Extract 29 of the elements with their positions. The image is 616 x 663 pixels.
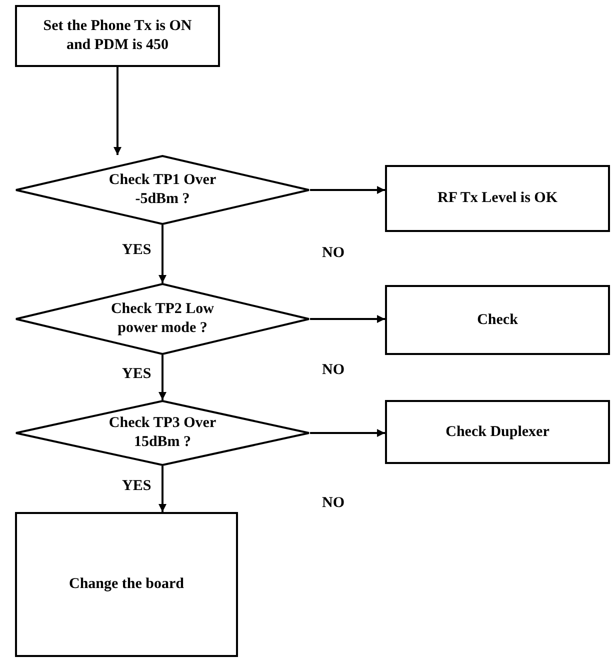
arrow bbox=[310, 315, 385, 323]
node-text: Check TP1 Over -5dBm ? bbox=[108, 171, 218, 209]
arrow bbox=[310, 186, 385, 194]
process-box bbox=[385, 165, 610, 232]
node-text: Check TP2 Low power mode ? bbox=[110, 300, 216, 338]
edge-label: YES bbox=[122, 242, 152, 259]
arrow bbox=[158, 355, 166, 400]
decision-diamond bbox=[15, 155, 310, 225]
decision-diamond bbox=[15, 400, 310, 466]
edge-label: YES bbox=[122, 366, 152, 383]
edge-label: NO bbox=[322, 495, 344, 512]
node-text: Check bbox=[477, 310, 518, 330]
node-text: RF Tx Level is OK bbox=[438, 189, 558, 208]
arrow bbox=[114, 67, 122, 155]
node-text: Change the board bbox=[68, 575, 184, 594]
process-box bbox=[385, 400, 610, 464]
arrow bbox=[158, 466, 166, 512]
edge-label: YES bbox=[122, 478, 152, 495]
node-text: Check TP3 Over 15dBm ? bbox=[108, 414, 218, 452]
edge-label: NO bbox=[322, 245, 344, 262]
arrow bbox=[158, 225, 166, 283]
process-box bbox=[15, 512, 238, 657]
decision-diamond bbox=[15, 283, 310, 355]
node-text: Check Duplexer bbox=[446, 422, 550, 442]
process-box bbox=[15, 5, 220, 67]
edge-label: NO bbox=[322, 362, 344, 379]
arrow bbox=[310, 429, 385, 437]
node-text: Set the Phone Tx is ON and PDM is 450 bbox=[42, 17, 192, 55]
process-box bbox=[385, 285, 610, 355]
